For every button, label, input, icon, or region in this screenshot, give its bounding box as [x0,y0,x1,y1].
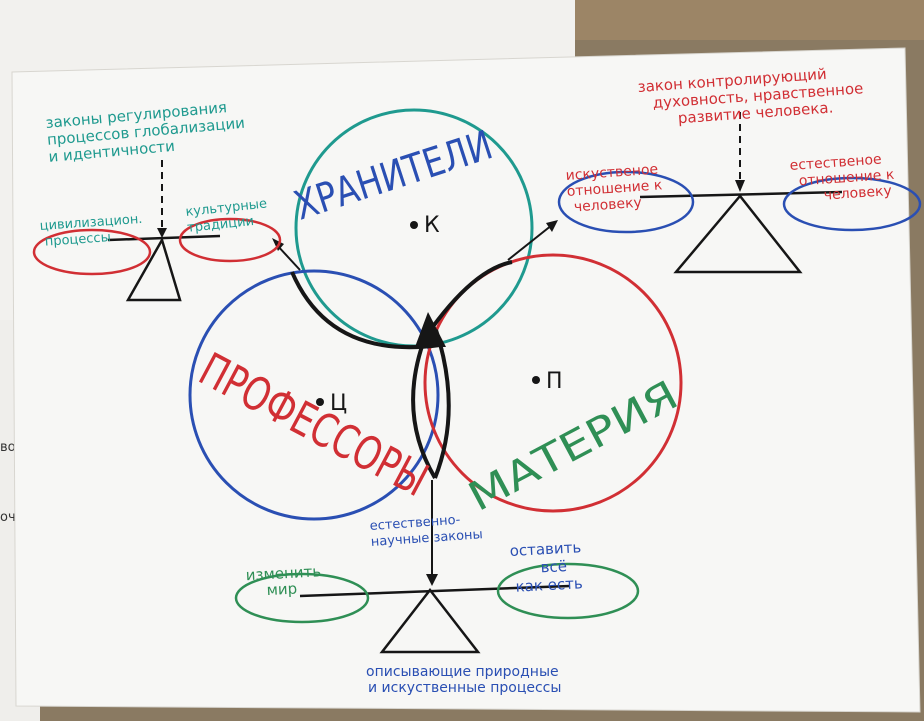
overlap-line-top-left [290,271,441,350]
right-right-pan-label-line: естественое [789,152,882,174]
bottom-scale-left-pan [234,572,370,624]
poster-sheet [11,47,921,713]
left-pan-label-line: цивилизацион. [39,212,143,234]
bottom-scale-right-pan [496,562,640,620]
right-pan-label: культурные традиции [185,196,274,236]
bottom-right-pan-label-line: оставить [509,538,581,560]
arrow-to-right-scale [507,224,553,261]
bottom-scale-note-line: и искуственные процессы [368,680,561,696]
right-left-pan-label-line: человеку [573,195,642,216]
left-pan-label: цивилизацион. процессы [39,212,148,250]
point-ts-label: Ц [330,391,347,416]
bottom-scale-beam [299,584,571,598]
circle-left-professors [188,269,440,521]
right-right-pan-label: естественое отношение к человеку [789,150,900,205]
bottom-right-pan-label: оставить всё как есть [509,538,588,596]
bottom-scale-note: описывающие природные и искуственные про… [366,664,563,696]
left-scale-fulcrum [125,236,182,302]
left-pan-label-line: процессы [44,230,111,250]
right-scale-arrowhead-icon [735,180,745,192]
right-scale-left-pan [557,170,695,234]
left-scale-left-pan [32,228,152,276]
left-scale-arrowhead-icon [157,228,167,238]
circle-right-matter [423,253,683,513]
right-left-pan-label: искуственое отношение к человеку [565,161,668,216]
right-right-pan-label-line: человеку [823,183,892,204]
right-scale-beam [639,190,843,199]
bottom-scale-top-note-line: естественно- [369,513,461,534]
left-sheet-fragment: во [0,440,16,455]
center-intersection [415,312,446,347]
right-left-pan-label-line: искуственое [565,162,658,184]
right-pan-label-line: традиции [187,214,255,236]
corkboard-edge [575,0,924,40]
left-scale-beam [107,234,221,242]
point-k-label: К [424,213,440,238]
arrowhead-down-icon [426,574,438,586]
overlap-line-lens-left [411,329,437,480]
arrowhead-right-icon [546,220,558,232]
bottom-right-pan-label-line: как есть [515,574,583,595]
bottom-scale-note-line: описывающие природные [366,664,559,680]
point-k-dot [410,221,418,229]
bottom-left-pan-label: изменить мир [245,562,327,600]
point-p-label: П [546,369,563,394]
right-scale-fulcrum [673,194,803,274]
point-ts-dot [316,398,324,406]
point-p-dot [532,376,540,384]
right-right-pan-label-line: отношение к [798,167,895,190]
left-sheet-fragment: оч [0,510,16,525]
right-scale-right-pan [782,176,922,232]
left-scale-right-pan [178,217,282,263]
bottom-left-pan-label-line: изменить [245,562,321,584]
bottom-scale-fulcrum [379,587,481,654]
overlap-line-lens-right [433,329,451,479]
bottom-left-pan-label-line: мир [266,580,297,600]
bottom-right-pan-label-line: всё [540,557,567,576]
right-left-pan-label-line: отношение к [566,177,663,200]
